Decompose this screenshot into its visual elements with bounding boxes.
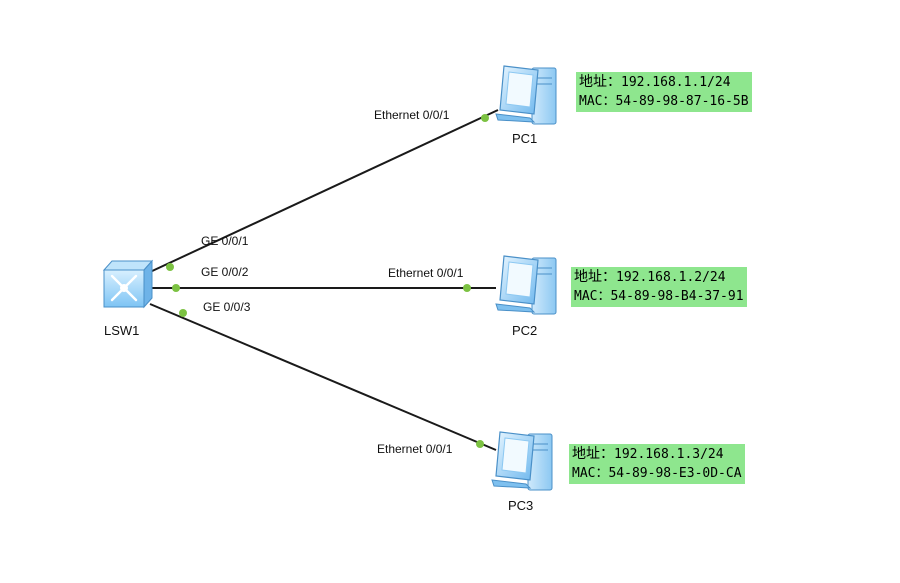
- port-label-pc2-eth001: Ethernet 0/0/1: [388, 266, 464, 280]
- pc3-ip-address: 192.168.1.3/24: [614, 447, 724, 462]
- pc1-addr-label: 地址：: [579, 74, 621, 90]
- link-lsw1-pc1: [149, 109, 499, 273]
- pc1-ip-address: 192.168.1.1/24: [621, 75, 731, 90]
- pc-icon: [491, 431, 553, 491]
- pc2-ip-address: 192.168.1.2/24: [616, 270, 726, 285]
- port-label-lsw1-ge001: GE 0/0/1: [201, 234, 249, 248]
- pc-icon: [495, 65, 557, 125]
- pc3-mac-address: 54-89-98-E3-0D-CA: [608, 466, 742, 481]
- port-dot-pc3-eth001: [476, 440, 484, 448]
- switch-lsw1[interactable]: LSW1: [102, 259, 154, 338]
- port-label-lsw1-ge002: GE 0/0/2: [201, 265, 249, 279]
- port-label-pc3-eth001: Ethernet 0/0/1: [377, 442, 453, 456]
- pc1-node[interactable]: PC1: [495, 65, 557, 146]
- port-label-lsw1-ge003: GE 0/0/3: [203, 300, 251, 314]
- pc3-node[interactable]: PC3: [491, 431, 553, 513]
- pc3-label: PC3: [508, 498, 533, 513]
- pc-icon: [495, 255, 557, 315]
- pc1-mac-line: MAC：54-89-98-87-16-5B: [579, 92, 749, 111]
- port-dot-lsw1-ge001: [166, 263, 174, 271]
- pc2-mac-label: MAC：: [574, 289, 611, 304]
- port-dot-pc1-eth001: [481, 114, 489, 122]
- pc1-info-box: 地址：192.168.1.1/24 MAC：54-89-98-87-16-5B: [576, 72, 752, 112]
- pc1-mac-label: MAC：: [579, 94, 616, 109]
- pc2-addr-line: 地址：192.168.1.2/24: [574, 268, 744, 287]
- pc1-mac-address: 54-89-98-87-16-5B: [615, 94, 749, 109]
- pc2-mac-line: MAC：54-89-98-B4-37-91: [574, 287, 744, 306]
- pc2-mac-address: 54-89-98-B4-37-91: [610, 289, 744, 304]
- pc2-info-box: 地址：192.168.1.2/24 MAC：54-89-98-B4-37-91: [571, 267, 747, 307]
- pc3-mac-label: MAC：: [572, 466, 609, 481]
- switch-icon: [102, 259, 154, 309]
- pc1-label: PC1: [512, 131, 537, 146]
- link-lsw1-pc3: [149, 303, 497, 451]
- pc3-addr-line: 地址：192.168.1.3/24: [572, 445, 742, 464]
- port-dot-lsw1-ge003: [179, 309, 187, 317]
- pc2-addr-label: 地址：: [574, 269, 616, 285]
- pc3-addr-label: 地址：: [572, 446, 614, 462]
- pc3-info-box: 地址：192.168.1.3/24 MAC：54-89-98-E3-0D-CA: [569, 444, 745, 484]
- pc2-node[interactable]: PC2: [495, 255, 557, 338]
- port-dot-lsw1-ge002: [172, 284, 180, 292]
- port-dot-pc2-eth001: [463, 284, 471, 292]
- pc2-label: PC2: [512, 323, 537, 338]
- switch-label: LSW1: [104, 323, 139, 338]
- pc3-mac-line: MAC：54-89-98-E3-0D-CA: [572, 464, 742, 483]
- pc1-addr-line: 地址：192.168.1.1/24: [579, 73, 749, 92]
- port-label-pc1-eth001: Ethernet 0/0/1: [374, 108, 450, 122]
